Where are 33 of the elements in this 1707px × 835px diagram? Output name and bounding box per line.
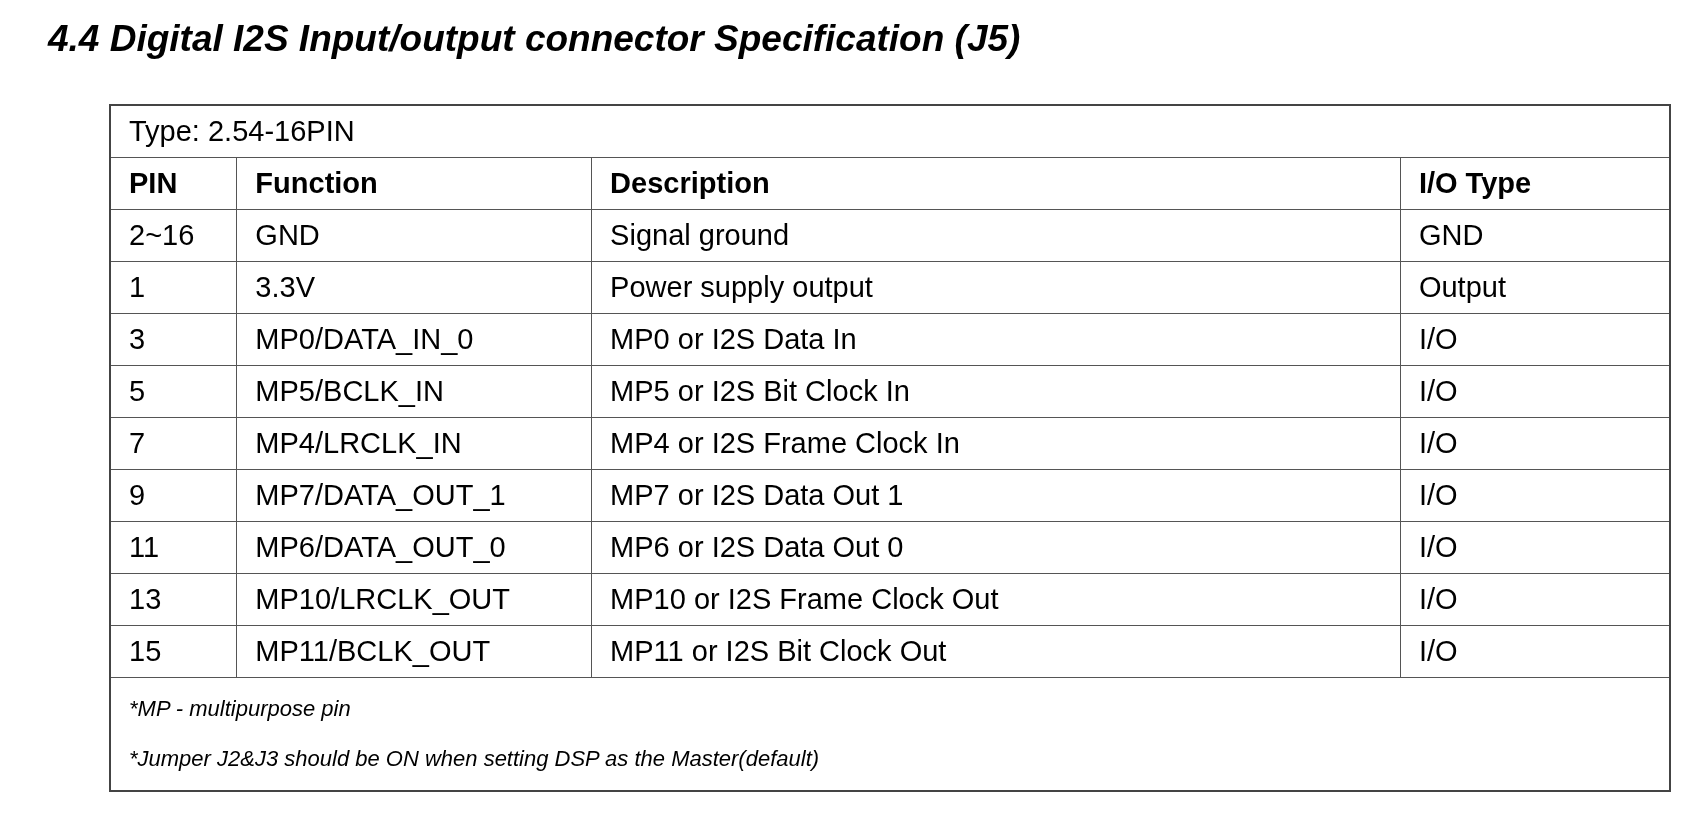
- column-header: PIN: [110, 157, 237, 209]
- function-name: MP6/DATA_OUT_0: [236, 521, 592, 573]
- pin-number: 2~16: [110, 209, 237, 261]
- description-text: MP10 or I2S Frame Clock Out: [591, 573, 1401, 625]
- pin-number: 7: [110, 417, 237, 469]
- pin-number: 13: [110, 573, 237, 625]
- pin-number: 3: [110, 313, 237, 365]
- pin-number: 11: [110, 521, 237, 573]
- function-name: MP4/LRCLK_IN: [236, 417, 592, 469]
- function-name: MP7/DATA_OUT_1: [236, 469, 592, 521]
- function-name: MP5/BCLK_IN: [236, 365, 592, 417]
- description-text: MP6 or I2S Data Out 0: [591, 521, 1401, 573]
- footnote: *MP - multipurpose pin: [129, 694, 352, 723]
- description-text: MP4 or I2S Frame Clock In: [591, 417, 1401, 469]
- pin-number: 9: [110, 469, 237, 521]
- description-text: Power supply output: [591, 261, 1401, 313]
- description-text: MP0 or I2S Data In: [591, 313, 1401, 365]
- pin-number: 1: [110, 261, 237, 313]
- description-text: MP5 or I2S Bit Clock In: [591, 365, 1401, 417]
- description-text: MP11 or I2S Bit Clock Out: [591, 625, 1401, 677]
- description-text: Signal ground: [591, 209, 1401, 261]
- footnote: *Jumper J2&J3 should be ON when setting DSP as the Master(default): [129, 744, 821, 773]
- column-header: Function: [236, 157, 592, 209]
- function-name: 3.3V: [236, 261, 592, 313]
- description-text: MP7 or I2S Data Out 1: [591, 469, 1401, 521]
- page-title: 4.4 Digital I2S Input/output connector Specification (J5): [48, 18, 1021, 60]
- function-name: MP0/DATA_IN_0: [236, 313, 592, 365]
- column-header: Description: [591, 157, 1401, 209]
- function-name: MP10/LRCLK_OUT: [236, 573, 592, 625]
- pin-number: 5: [110, 365, 237, 417]
- function-name: MP11/BCLK_OUT: [236, 625, 592, 677]
- pin-number: 15: [110, 625, 237, 677]
- function-name: GND: [236, 209, 592, 261]
